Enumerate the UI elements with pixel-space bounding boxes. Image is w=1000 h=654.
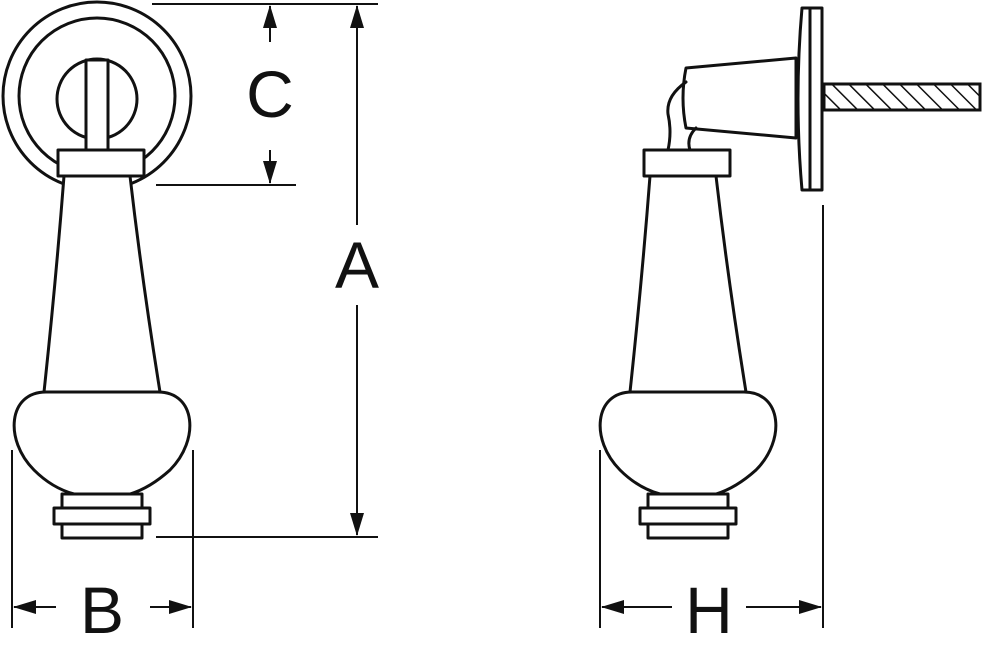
extension-lines [11,3,824,628]
dimension-c: C [246,5,294,184]
side-base-ring-bottom [646,522,730,540]
label-b: B [80,573,124,647]
base-ring-middle [52,506,152,526]
base-ring-bottom [60,522,144,540]
dim-a-arrow-up [350,5,364,28]
side-hanger-inner [687,126,698,152]
dim-b-arrow-right [169,600,192,614]
top-collar [56,148,146,178]
base-ring-top [60,492,144,510]
label-a: A [335,228,379,302]
dim-c-arrow-up [263,5,277,28]
dim-h-arrow-left [601,600,624,614]
dimension-b: B [13,573,192,647]
side-base-ring-top [646,492,730,510]
tapered-neck [42,174,162,394]
dimension-a: A [335,5,379,536]
front-view [1,0,193,540]
label-h: H [685,573,733,647]
label-c: C [246,57,294,131]
side-tapered-neck [628,174,748,394]
side-top-collar [642,148,732,178]
dim-b-arrow-left [13,600,36,614]
side-drop-bowl [598,390,778,496]
side-boss [681,56,798,140]
dim-a-arrow-down [350,513,364,536]
side-base-ring-middle [638,506,738,526]
side-hanger-loop [666,80,688,152]
dimension-h: H [601,573,822,647]
dim-h-arrow-right [799,600,822,614]
dim-c-arrow-down [263,161,277,184]
hanger-link [84,58,110,154]
threaded-bolt [822,82,982,112]
drop-bowl [12,390,192,496]
side-view [598,6,982,540]
